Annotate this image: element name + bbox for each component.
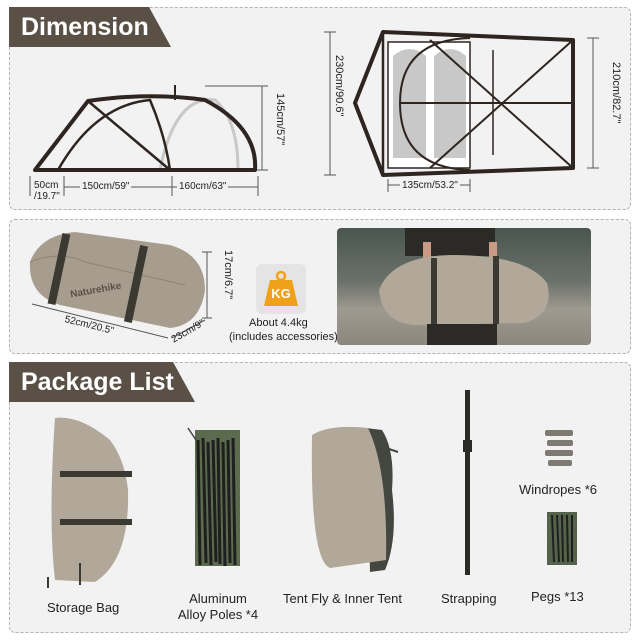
side-mid-length: 150cm/59" — [80, 181, 132, 192]
weight-badge: KG — [256, 264, 306, 314]
item-pegs-label: Pegs *13 — [531, 589, 584, 604]
bag-carry-photo — [337, 228, 591, 345]
side-gap-label-top: 50cm — [34, 180, 59, 191]
item-windropes-label: Windropes *6 — [519, 482, 598, 497]
kg-weight-icon — [264, 270, 298, 306]
item-storage-bag-label: Storage Bag — [47, 600, 120, 615]
item-poles-label: Aluminum Alloy Poles *4 — [177, 591, 259, 622]
packed-bag-diagram — [29, 232, 212, 339]
bag-carry-illustration — [379, 228, 549, 345]
side-gap-label-bottom: /19.7" — [34, 191, 60, 202]
package-list-title: Package List — [9, 362, 195, 402]
kg-icon-text: KG — [271, 286, 291, 301]
top-width: 135cm/53.2" — [400, 180, 460, 191]
weight-label: About 4.4kg — [249, 317, 308, 329]
dimension-title: Dimension — [9, 7, 171, 47]
item-strapping-label: Strapping — [441, 591, 497, 606]
tent-side-view-diagram — [29, 85, 268, 196]
item-tent-fly-label: Tent Fly & Inner Tent — [283, 591, 402, 606]
tent-top-view-diagram — [324, 30, 599, 192]
side-right-length: 160cm/63" — [177, 181, 229, 192]
weight-note: (includes accessories) — [229, 331, 338, 343]
